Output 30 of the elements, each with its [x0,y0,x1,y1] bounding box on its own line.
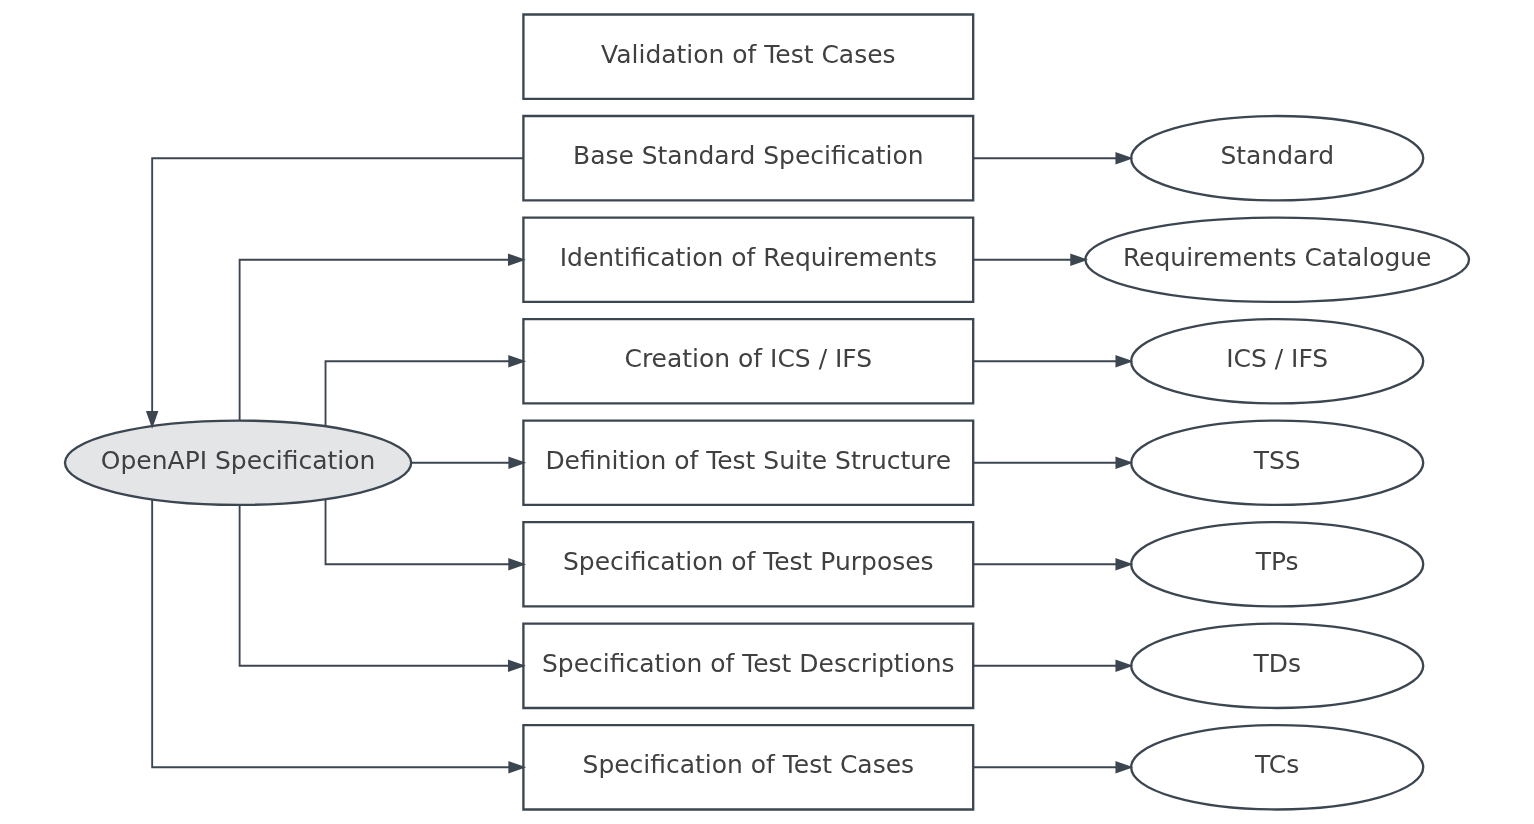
node-box: Specification of Test Descriptions [522,622,975,710]
node-ellipse: TPs [1130,520,1425,608]
arrow [324,355,527,428]
arrow [972,253,1089,266]
node-box: Identification of Requirements [522,216,975,304]
arrow [972,761,1134,774]
node-ellipse: TDs [1130,622,1425,710]
arrow [151,498,527,774]
arrow [238,253,526,422]
arrow [972,456,1134,469]
node-ellipse: OpenAPI Specification [63,419,413,507]
arrow [145,157,525,429]
arrow [972,659,1134,673]
arrow [324,498,527,571]
node-ellipse: TCs [1130,723,1425,811]
node-box: Specification of Test Purposes [522,520,975,608]
node-ellipse: TSS [1130,419,1425,507]
node-ellipse: Requirements Catalogue [1084,216,1471,304]
node-box: Definition of Test Suite Structure [522,419,975,507]
node-ellipse: ICS / IFS [1130,317,1425,405]
node-box: Creation of ICS / IFS [522,317,975,405]
arrow [410,456,527,469]
arrow [972,355,1134,368]
node-box: Base Standard Specification [522,114,975,202]
node-box: Validation of Test Cases [522,13,975,101]
arrow [972,558,1134,571]
arrow [238,504,526,673]
node-box: Specification of Test Cases [522,723,975,811]
node-ellipse: Standard [1130,114,1425,202]
arrow [972,151,1134,165]
